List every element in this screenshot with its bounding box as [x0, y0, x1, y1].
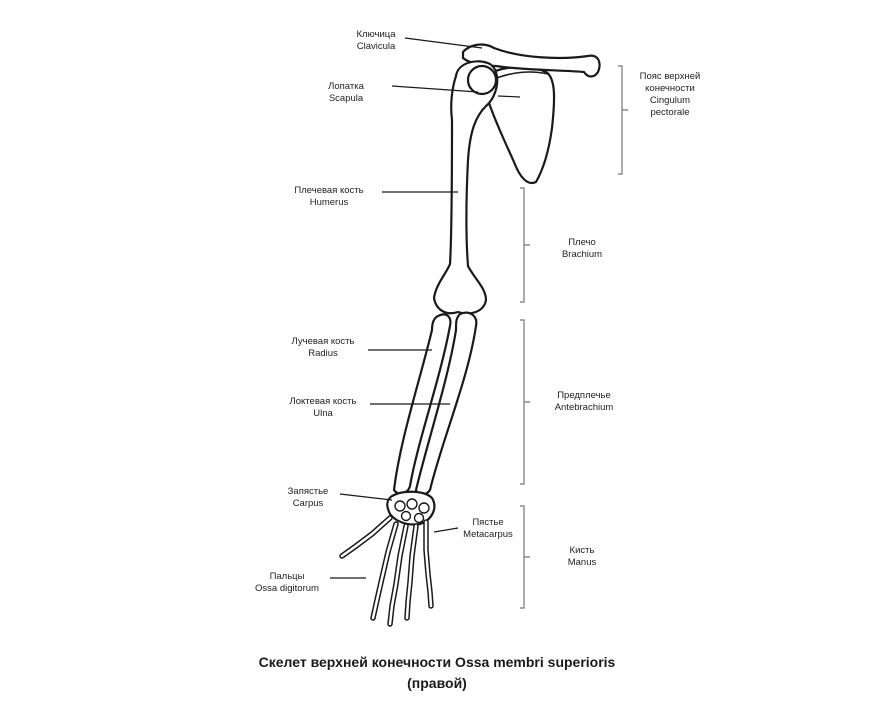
region-hand: Кисть Manus	[544, 545, 620, 569]
label-scapula-ru: Лопатка	[328, 81, 364, 92]
region-shoulder-girdle-line3: Cingulum	[649, 95, 691, 106]
region-forearm: Предплечье Antebrachium	[540, 390, 628, 414]
humerus-bone	[432, 60, 499, 315]
label-humerus-la: Humerus	[309, 197, 349, 208]
label-metacarpus-ru: Пястье	[472, 517, 504, 528]
label-scapula: Лопатка Scapula	[318, 81, 374, 105]
label-scapula-la: Scapula	[328, 93, 364, 104]
label-digits: Пальцы Ossa digitorum	[246, 571, 328, 595]
label-radius-la: Radius	[308, 348, 338, 359]
bracket-forearm	[520, 319, 530, 485]
region-shoulder-girdle: Пояс верхней конечности Cingulum pectora…	[628, 71, 712, 119]
label-metacarpus: Пястье Metacarpus	[458, 517, 518, 541]
region-forearm-ru: Предплечье	[557, 390, 611, 401]
region-hand-ru: Кисть	[569, 545, 595, 556]
region-shoulder-girdle-line4: pectorale	[650, 107, 690, 118]
clavicle-bone	[461, 43, 601, 78]
humeral-head	[466, 64, 498, 96]
label-carpus: Запястье Carpus	[278, 486, 338, 510]
label-carpus-ru: Запястье	[287, 486, 329, 497]
region-hand-la: Manus	[567, 557, 597, 568]
label-radius: Лучевая кость Radius	[280, 336, 366, 360]
region-shoulder-girdle-line1: Пояс верхней	[639, 71, 701, 82]
bracket-upper-arm	[520, 187, 530, 303]
diagram-subtitle: (правой)	[407, 675, 467, 691]
region-upper-arm-la: Brachium	[561, 249, 603, 260]
label-metacarpus-la: Metacarpus	[463, 529, 513, 540]
pointer-lines	[330, 37, 521, 579]
label-digits-la: Ossa digitorum	[255, 583, 319, 594]
region-upper-arm-ru: Плечо	[568, 237, 596, 248]
label-ulna-la: Ulna	[313, 408, 333, 419]
region-brackets	[520, 65, 628, 609]
diagram-title: Скелет верхней конечности Ossa membri su…	[258, 654, 616, 670]
bracket-hand	[520, 505, 530, 609]
label-digits-ru: Пальцы	[269, 571, 305, 582]
bracket-shoulder-girdle	[618, 65, 628, 175]
label-ulna-ru: Локтевая кость	[289, 396, 357, 407]
region-upper-arm: Плечо Brachium	[544, 237, 620, 261]
label-humerus-ru: Плечевая кость	[294, 185, 364, 196]
label-clavicle-ru: Ключица	[356, 29, 396, 40]
region-shoulder-girdle-line2: конечности	[645, 83, 695, 94]
region-forearm-la: Antebrachium	[554, 402, 614, 413]
label-ulna: Локтевая кость Ulna	[278, 396, 368, 420]
label-radius-ru: Лучевая кость	[291, 336, 355, 347]
label-humerus: Плечевая кость Humerus	[280, 185, 378, 209]
hand-bones	[339, 515, 434, 627]
label-carpus-la: Carpus	[292, 498, 324, 509]
label-clavicle-la: Clavicula	[356, 41, 396, 52]
label-clavicle: Ключица Clavicula	[348, 29, 404, 53]
